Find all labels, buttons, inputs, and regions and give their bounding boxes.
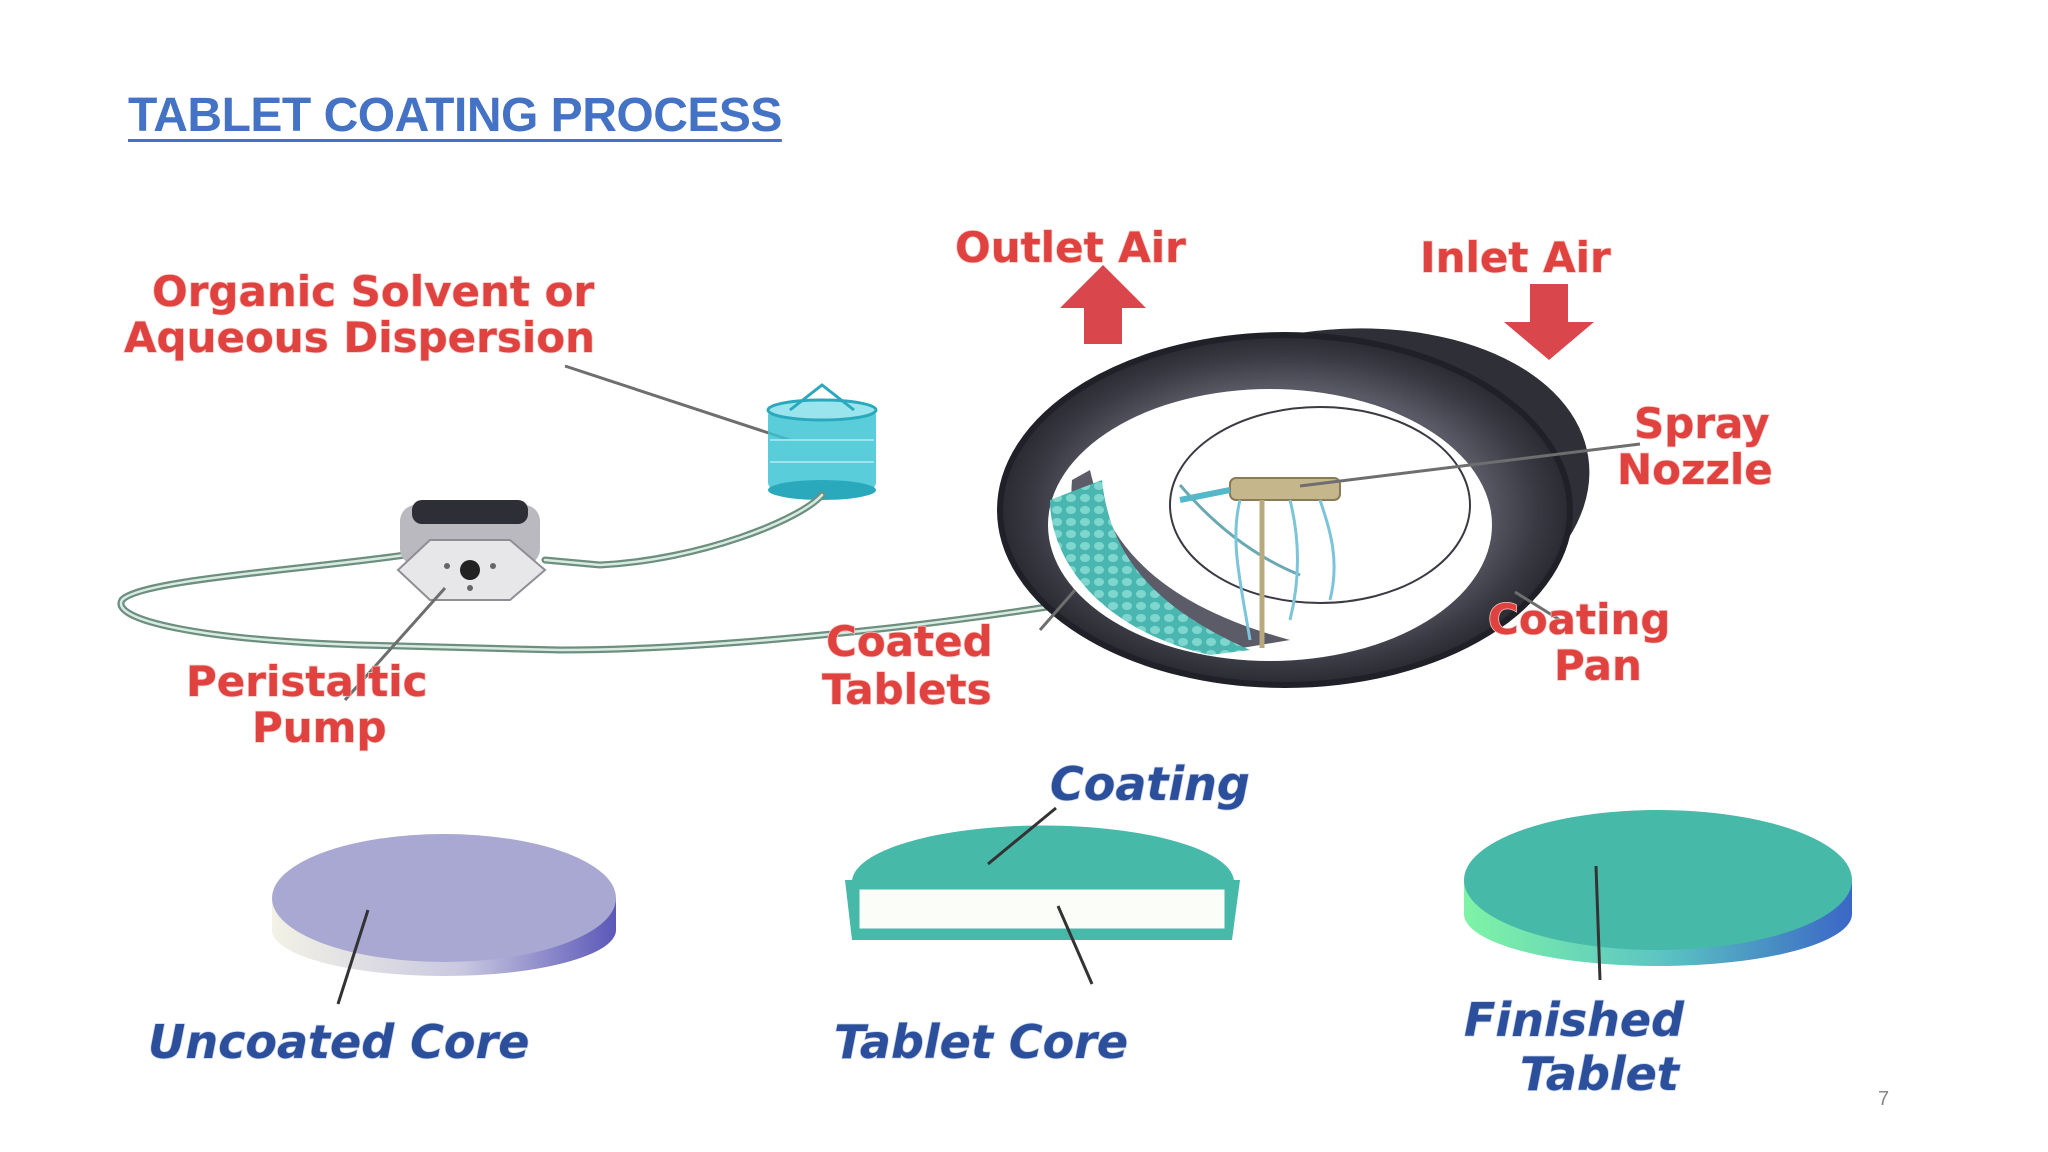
solvent-label-line2: Aqueous Dispersion [124, 313, 595, 362]
down-arrow-icon [1504, 284, 1594, 360]
uncoated-core-tablet [272, 834, 616, 976]
outlet-air-label: Outlet Air [955, 223, 1186, 272]
tablet-core-label: Tablet Core [834, 1015, 1128, 1069]
pan-label-line2: Pan [1554, 641, 1642, 690]
finished-label-line2: Tablet [1520, 1047, 1681, 1101]
spray-leader-line [1299, 442, 1641, 488]
up-arrow-icon [1060, 265, 1146, 344]
coating-label: Coating [1050, 757, 1250, 811]
uncoated-core-label: Uncoated Core [148, 1015, 529, 1069]
spray-label-line1: Spray [1634, 399, 1769, 448]
pump-label-line1: Peristaltic [186, 657, 428, 706]
inlet-air-label: Inlet Air [1420, 233, 1611, 282]
coated-leader-line [1038, 589, 1077, 631]
pump-icon [396, 500, 547, 601]
finished-leader-line [1594, 865, 1602, 981]
coated-label-line2: Tablets [822, 665, 992, 714]
coated-cross-section [845, 825, 1240, 940]
pan-leader-line [1514, 590, 1561, 622]
pump-label-line2: Pump [252, 703, 387, 752]
coated-label-line1: Coated [826, 617, 993, 666]
page-number: 7 [1878, 1088, 1890, 1110]
beaker-icon [766, 383, 878, 500]
coating-pan-icon [997, 328, 1590, 688]
tablet-core-leader-line [1056, 905, 1094, 985]
pan-label-line1: Coating [1488, 595, 1670, 644]
coating-leader-line [987, 806, 1057, 866]
finished-tablet [1464, 810, 1852, 966]
solvent-leader-line [564, 364, 791, 442]
pump-leader-line [343, 587, 447, 701]
spray-label-line2: Nozzle [1617, 445, 1773, 494]
finished-label-line1: Finished [1464, 993, 1685, 1047]
page-title: TABLET COATING PROCESS [128, 89, 782, 142]
uncoated-leader-line [336, 909, 370, 1005]
solvent-label-line1: Organic Solvent or [152, 267, 594, 316]
